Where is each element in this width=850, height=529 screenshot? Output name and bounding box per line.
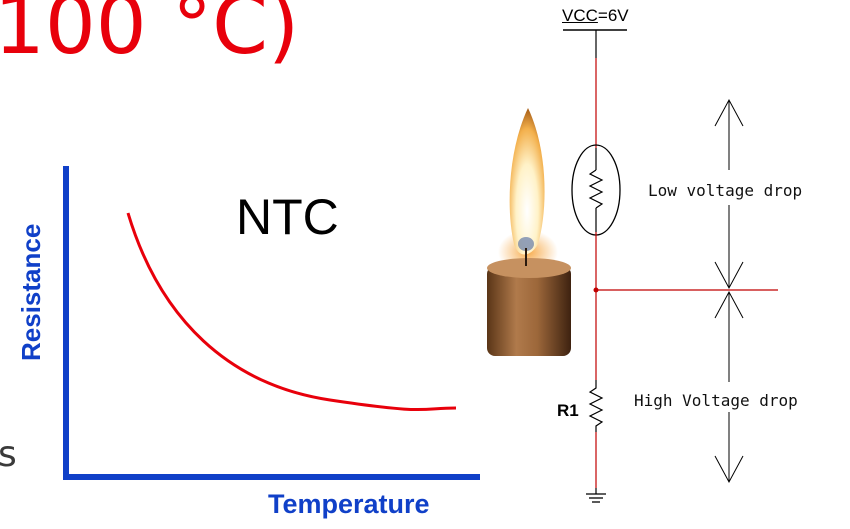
low-drop-dimension-arrows — [714, 98, 744, 290]
header-title-fragment: 100 °C) — [0, 0, 300, 72]
low-voltage-drop-label: Low voltage drop — [648, 181, 803, 200]
circuit-diagram — [563, 29, 778, 503]
high-drop-dimension-arrows — [714, 290, 744, 484]
candle-flame-icon — [509, 108, 545, 255]
y-axis-label: Resistance — [16, 223, 46, 361]
ground-symbol — [586, 488, 606, 503]
curve-label-ntc: NTC — [236, 189, 339, 245]
ntc-curve — [126, 212, 457, 412]
candle-icon — [487, 108, 571, 356]
resistor-label: R1 — [557, 401, 579, 420]
graph-axes — [63, 166, 480, 480]
supply-label-value: =6V — [597, 6, 629, 25]
x-axis-label: Temperature — [268, 489, 430, 519]
high-voltage-drop-label: High Voltage drop — [634, 391, 798, 410]
supply-voltage-label: VCC=6V — [562, 7, 629, 24]
cut-off-text: s — [0, 434, 17, 475]
thermistor-symbol — [571, 144, 621, 236]
supply-label-prefix: VCC — [562, 6, 598, 25]
resistor-symbol — [588, 380, 604, 432]
